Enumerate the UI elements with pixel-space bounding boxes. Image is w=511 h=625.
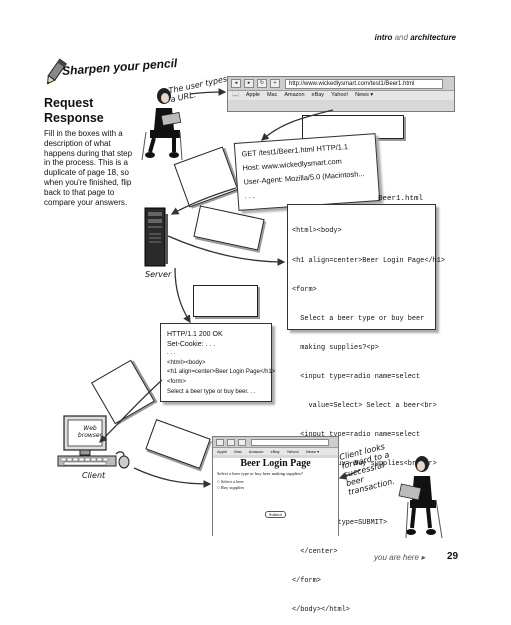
response-ellipsis: . . . — [167, 350, 176, 357]
result-question: Select a beer type or buy beer making su… — [217, 471, 303, 476]
section-title: Request Response — [44, 96, 134, 126]
browser-toolbar: ◂ ▸ ↻ + http://www.wickedlysmart.com/tes… — [228, 77, 454, 91]
code-line: Select a beer type or buy beer — [292, 314, 425, 323]
running-header: intro and architecture — [375, 33, 456, 42]
response-html-line: <h1 align=center>Beer Login Page</h1> — [167, 369, 276, 376]
http-request-note: GET /test1/Beer1.html HTTP/1.1 Host: www… — [233, 133, 381, 211]
result-browser-toolbar — [213, 437, 338, 448]
client-label: Client — [82, 471, 106, 480]
woman-with-laptop-illustration-2 — [398, 456, 443, 539]
top-browser-window: ◂ ▸ ↻ + http://www.wickedlysmart.com/tes… — [227, 76, 455, 112]
result-bookmark-ebay[interactable]: eBay — [270, 449, 280, 454]
header-and: and — [394, 33, 408, 42]
forward-button[interactable]: ▸ — [244, 79, 254, 88]
result-forward-button[interactable] — [227, 438, 235, 446]
result-bookmark-yahoo[interactable]: Yahoo! — [286, 449, 299, 454]
header-intro: intro — [374, 33, 393, 42]
radio-buy-supplies[interactable]: ○ Buy supplies — [217, 485, 245, 490]
server-label: Server — [145, 270, 172, 279]
radio-select-beer[interactable]: ○ Select a beer — [217, 479, 244, 484]
result-page-content: Beer Login Page Select a beer type or bu… — [213, 458, 338, 537]
bookmark-mac[interactable]: Mac — [266, 92, 278, 98]
result-browser-window: Apple Mac Amazon eBay Yahoo! News ▾ Beer… — [212, 436, 339, 537]
response-html-line: <html><body> — [167, 359, 206, 366]
answer-box-6[interactable] — [145, 419, 211, 469]
code-line: </center> — [292, 547, 338, 556]
code-line: <h1 align=center>Beer Login Page</h1> — [292, 256, 445, 265]
response-status: HTTP/1.1 200 OK — [167, 331, 223, 338]
result-bookmark-amazon[interactable]: Amazon — [248, 449, 264, 454]
http-response-note: HTTP/1.1 200 OK Set-Cookie: . . . . . . … — [160, 323, 276, 402]
bookmarks-bar: 📖 Apple Mac Amazon eBay Yahoo! News ▾ — [228, 91, 454, 100]
add-button[interactable]: + — [270, 79, 280, 88]
result-reload-button[interactable] — [238, 438, 246, 446]
user-types-url-note: The user types a URL. — [167, 74, 228, 105]
server-icon — [144, 207, 168, 267]
web-browser-screen-label: Web browser — [74, 425, 106, 439]
submit-button[interactable]: Submit — [264, 511, 286, 518]
result-bookmark-news[interactable]: News ▾ — [306, 449, 320, 454]
code-line: <html><body> — [292, 227, 342, 236]
result-bookmark-mac[interactable]: Mac — [234, 449, 242, 454]
code-line: </form> — [292, 576, 321, 585]
title-request: Request — [44, 96, 94, 110]
response-html-line: Select a beer type or buy beer. . . — [167, 388, 256, 395]
radio-buy-label: Buy supplies — [220, 485, 245, 490]
beer-html-label: Beer1.html — [378, 195, 424, 203]
woman-with-laptop-illustration — [141, 88, 183, 161]
bookmark-amazon[interactable]: Amazon — [284, 92, 305, 98]
code-line: <form> — [292, 285, 317, 294]
you-are-here: you are here ▸ — [374, 553, 426, 562]
back-button[interactable]: ◂ — [231, 79, 241, 88]
bookmark-yahoo[interactable]: Yahoo! — [331, 92, 349, 98]
client-computer-illustration — [57, 415, 130, 469]
bookmark-icon[interactable]: 📖 — [232, 92, 239, 98]
response-html-line: <form> — [167, 378, 187, 385]
header-architecture: architecture — [410, 33, 456, 42]
sharpen-pencil-title: Sharpen your pencil — [61, 55, 178, 79]
url-bar[interactable]: http://www.wickedlysmart.com/test1/Beer1… — [285, 78, 443, 89]
code-line: value=Select> Select a beer<br> — [292, 402, 437, 411]
bookmark-news[interactable]: News ▾ — [355, 92, 374, 98]
code-line: </body></html> — [292, 605, 350, 614]
arrow-client-to-page — [133, 467, 212, 488]
radio-select-label: Select a beer — [220, 479, 244, 484]
monitor-browser: browser — [77, 432, 103, 439]
arrow-server-to-response — [174, 267, 191, 324]
result-page-title: Beer Login Page — [240, 458, 311, 469]
title-response: Response — [44, 111, 104, 125]
bookmark-apple[interactable]: Apple — [245, 92, 260, 98]
result-bookmark-apple[interactable]: Apple — [217, 449, 228, 454]
monitor-web: Web — [83, 425, 97, 432]
answer-box-4[interactable] — [193, 285, 258, 317]
pencil-icon — [46, 58, 68, 85]
code-line: <input type=radio name=select — [292, 372, 421, 381]
reload-button[interactable]: ↻ — [257, 79, 267, 88]
response-set-cookie: Set-Cookie: . . . — [167, 340, 216, 348]
result-back-button[interactable] — [216, 438, 224, 446]
result-bookmarks-bar: Apple Mac Amazon eBay Yahoo! News ▾ — [213, 448, 338, 455]
code-line: making supplies?<p> — [292, 343, 379, 352]
result-url-bar[interactable] — [251, 438, 329, 446]
instructions-text: Fill in the boxes with a description of … — [44, 129, 133, 207]
code-line: <input type=radio name=select — [292, 431, 421, 440]
html-code-listing: <html><body> <h1 align=center>Beer Login… — [287, 204, 445, 614]
page-number: 29 — [447, 551, 459, 562]
answer-box-3[interactable] — [193, 205, 265, 251]
bookmark-ebay[interactable]: eBay — [311, 92, 325, 98]
